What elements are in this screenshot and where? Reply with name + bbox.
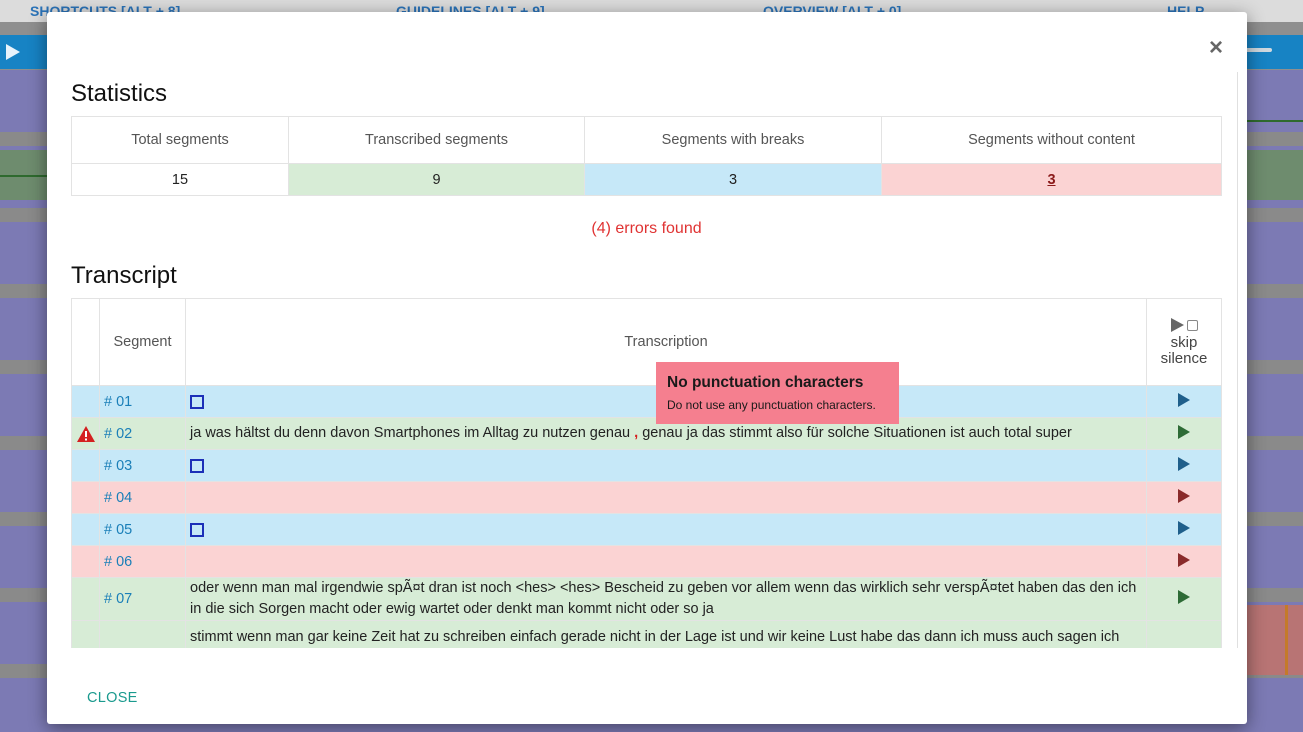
segment-link[interactable]: # 06 <box>104 553 133 570</box>
play-icon[interactable] <box>1178 424 1190 439</box>
stat-header-without-content: Segments without content <box>881 116 1222 164</box>
segment-link[interactable]: # 07 <box>104 591 133 607</box>
background-waveform <box>1247 120 1303 122</box>
overview-modal: × Statistics Total segments Transcribed … <box>47 12 1247 724</box>
without-content-link[interactable]: 3 <box>1047 171 1056 188</box>
segment-link[interactable]: # 03 <box>104 457 133 474</box>
segment-link[interactable]: # 05 <box>104 521 133 538</box>
background-slider[interactable] <box>1240 48 1272 52</box>
tooltip-body: Do not use any punctuation characters. <box>667 398 876 412</box>
stat-value-total: 15 <box>71 163 289 196</box>
stat-header-total: Total segments <box>71 116 289 164</box>
play-all-icon[interactable] <box>1170 318 1184 333</box>
play-icon[interactable] <box>1178 456 1190 471</box>
segment-link[interactable]: # 04 <box>104 489 133 506</box>
punctuation-error[interactable]: , <box>634 425 639 441</box>
transcription-cell[interactable] <box>185 481 1147 514</box>
skip-silence-label: skip silence <box>1160 334 1208 367</box>
close-icon[interactable]: × <box>1208 34 1223 61</box>
transcription-cell[interactable] <box>185 545 1147 578</box>
transcript-table: Segment Transcription skip silence # 01 <box>71 298 1222 648</box>
warning-column-header <box>71 298 100 386</box>
play-icon[interactable] <box>1178 488 1190 503</box>
table-row: # 02 ja was hältst du denn davon Smartph… <box>71 417 1222 450</box>
segment-link[interactable]: # 02 <box>104 425 133 442</box>
play-icon[interactable] <box>1178 520 1190 535</box>
statistics-table: Total segments Transcribed segments Segm… <box>71 116 1222 196</box>
break-marker[interactable] <box>190 522 204 537</box>
table-row: # 04 <box>71 481 1222 514</box>
play-icon[interactable] <box>1178 552 1190 567</box>
punctuation-tooltip: No punctuation characters Do not use any… <box>656 362 899 424</box>
play-icon[interactable] <box>1178 392 1190 407</box>
stat-header-transcribed: Transcribed segments <box>288 116 585 164</box>
close-button[interactable]: CLOSE <box>87 690 138 706</box>
table-row: # 03 <box>71 449 1222 482</box>
table-row: # 06 <box>71 545 1222 578</box>
stat-value-breaks: 3 <box>584 163 882 196</box>
background-play-icon[interactable] <box>6 44 20 60</box>
modal-scroll-area[interactable]: Statistics Total segments Transcribed se… <box>71 72 1238 648</box>
table-row: stimmt wenn man gar keine Zeit hat zu sc… <box>71 620 1222 648</box>
segment-link[interactable]: # 01 <box>104 393 133 410</box>
transcription-cell[interactable]: oder wenn man mal irgendwie spÃ¤t dran i… <box>185 577 1147 621</box>
stat-value-without-content: 3 <box>881 163 1222 196</box>
background-selection <box>1247 605 1303 675</box>
skip-silence-header: skip silence <box>1146 298 1222 386</box>
play-icon[interactable] <box>1178 590 1190 604</box>
background-cursor <box>1285 605 1288 675</box>
tooltip-title: No punctuation characters <box>667 374 864 391</box>
warning-triangle-icon <box>76 425 95 442</box>
statistics-title: Statistics <box>71 80 168 107</box>
table-row: # 05 <box>71 513 1222 546</box>
segment-column-header: Segment <box>99 298 186 386</box>
break-marker[interactable] <box>190 394 204 409</box>
skip-silence-checkbox[interactable] <box>1186 319 1198 331</box>
background-waveform <box>0 175 60 177</box>
stat-value-transcribed: 9 <box>288 163 585 196</box>
transcription-cell[interactable]: stimmt wenn man gar keine Zeit hat zu sc… <box>185 620 1147 648</box>
table-row: # 01 <box>71 385 1222 418</box>
table-row: # 07 oder wenn man mal irgendwie spÃ¤t d… <box>71 577 1222 621</box>
break-marker[interactable] <box>190 458 204 473</box>
transcript-title: Transcript <box>71 262 177 289</box>
stat-header-breaks: Segments with breaks <box>584 116 882 164</box>
errors-found-message: (4) errors found <box>591 220 702 237</box>
